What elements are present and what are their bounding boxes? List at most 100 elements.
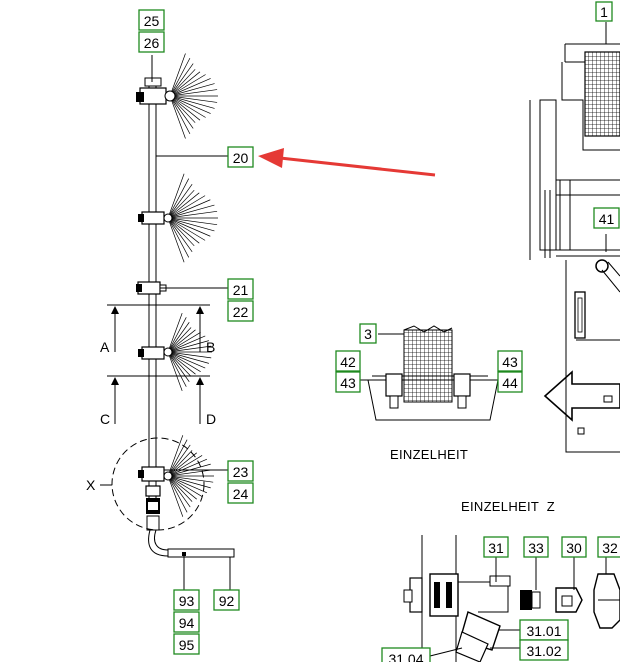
spray-line	[167, 475, 203, 497]
spray-line	[167, 189, 195, 219]
spray-line	[167, 458, 208, 477]
spray-line	[167, 351, 201, 372]
callout-20: 20	[227, 146, 254, 168]
spray-line	[167, 475, 191, 508]
spray-line	[167, 217, 215, 232]
svg-text:23: 23	[233, 464, 249, 480]
callout-33: 33	[523, 536, 549, 558]
svg-text:31.01: 31.01	[526, 623, 561, 639]
spray-line	[167, 469, 214, 477]
spray-line	[167, 444, 191, 477]
spray-line	[169, 83, 215, 97]
spray-line	[167, 217, 200, 244]
spray-line	[167, 475, 193, 502]
spray-line	[167, 178, 190, 219]
spray-line	[167, 317, 187, 353]
spray-line	[169, 95, 215, 109]
spray-line	[167, 435, 184, 477]
spray-line	[167, 455, 203, 477]
svg-text:1: 1	[600, 4, 608, 20]
spray-line	[169, 78, 211, 97]
spray-line	[167, 351, 209, 364]
svg-text:22: 22	[233, 304, 249, 320]
spray-line	[169, 53, 186, 97]
spray-line	[167, 351, 183, 392]
spray-boom	[100, 53, 235, 558]
spray-line	[167, 217, 211, 237]
svg-text:44: 44	[502, 375, 518, 391]
spray-line	[167, 345, 212, 353]
spray-line	[167, 210, 218, 219]
callout-24: 24	[227, 482, 254, 504]
spray-fan-2	[167, 173, 218, 263]
nozzle-holder-top	[136, 77, 176, 105]
spray-line	[167, 475, 197, 500]
svg-text:41: 41	[599, 211, 615, 227]
spray-line	[167, 351, 206, 369]
spray-line	[167, 199, 211, 219]
section-letter-a: A	[100, 339, 110, 355]
spray-line	[167, 217, 218, 226]
callout-92: 92	[213, 589, 240, 611]
spray-line	[167, 452, 197, 477]
callout-42: 42	[335, 350, 361, 372]
spray-line	[167, 475, 188, 513]
spray-line	[167, 217, 185, 263]
callout-31: 31	[483, 536, 509, 558]
spray-line	[167, 327, 192, 353]
svg-text:31.02: 31.02	[526, 643, 561, 659]
spray-line	[169, 69, 196, 97]
svg-text:42: 42	[340, 354, 356, 370]
callout-21: 21	[227, 278, 254, 300]
callout-1: 1	[595, 1, 613, 22]
caption-einzelheit-z: EINZELHEIT Z	[461, 499, 555, 514]
callout-31-01: 31.01	[519, 619, 569, 641]
spray-line	[169, 95, 194, 129]
machine-housing	[529, 22, 620, 453]
spray-line	[167, 204, 215, 219]
spray-line	[167, 475, 214, 483]
spray-line	[167, 192, 200, 219]
spray-line	[169, 63, 194, 97]
spray-line	[167, 475, 208, 494]
svg-text:3: 3	[364, 326, 372, 342]
svg-text:21: 21	[233, 282, 249, 298]
callout-95: 95	[173, 633, 200, 655]
spray-line	[167, 475, 184, 517]
spray-line	[169, 95, 201, 121]
svg-text:92: 92	[219, 593, 235, 609]
detail-z-section	[403, 535, 620, 662]
svg-text:43: 43	[502, 354, 518, 370]
callout-93: 93	[173, 589, 200, 611]
svg-text:32: 32	[602, 540, 618, 556]
spray-line	[167, 322, 190, 353]
callout-23: 23	[227, 460, 254, 482]
spray-line	[167, 217, 190, 258]
spray-line	[169, 74, 206, 97]
nozzle-holder-bottom	[138, 466, 173, 531]
spray-line	[167, 351, 187, 387]
section-letter-b: B	[206, 339, 215, 355]
spray-line	[169, 57, 191, 97]
spray-line	[167, 173, 185, 219]
callout-26: 26	[138, 31, 165, 53]
caption-einzelheit: EINZELHEIT	[390, 447, 468, 462]
spray-line	[167, 332, 201, 353]
svg-text:94: 94	[179, 615, 195, 631]
spray-line	[169, 95, 196, 123]
leader-lines-left	[151, 55, 231, 590]
callout-44: 44	[497, 371, 523, 393]
callout-25: 25	[138, 9, 165, 31]
section-letter-d: D	[206, 411, 216, 427]
spray-line	[167, 217, 195, 247]
spray-line	[167, 351, 212, 359]
spray-line	[169, 95, 211, 114]
spray-line	[169, 95, 206, 118]
spray-line	[169, 89, 218, 97]
spray-line	[167, 351, 190, 382]
spray-line	[167, 329, 196, 353]
callout-94: 94	[173, 611, 200, 633]
spray-line	[167, 217, 193, 253]
svg-text:31: 31	[488, 540, 504, 556]
